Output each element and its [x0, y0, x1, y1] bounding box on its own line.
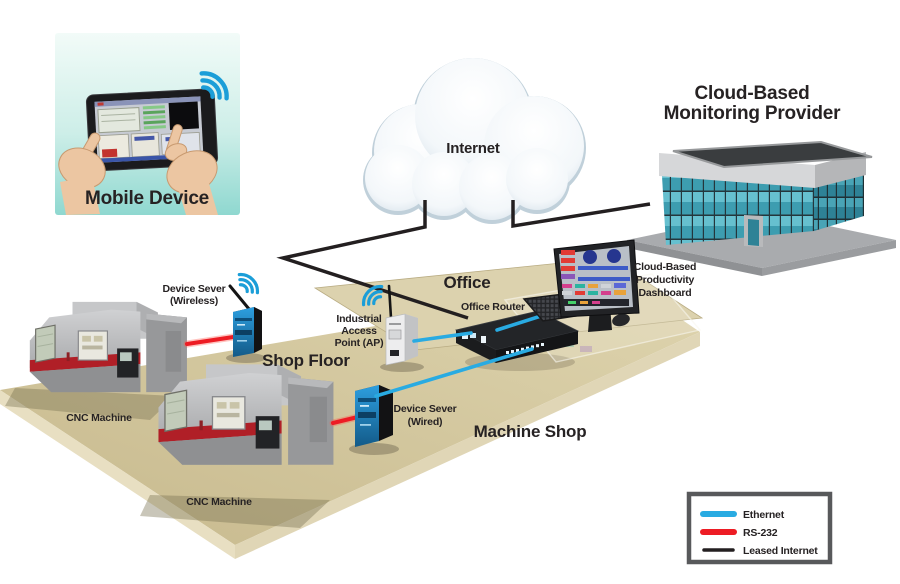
shop-floor-label: Shop Floor — [262, 351, 350, 370]
office-router-label: Office Router — [461, 301, 525, 313]
mobile-device-label: Mobile Device — [85, 188, 209, 209]
ap-label-line3: Point (AP) — [335, 337, 384, 349]
provider-building: Cloud-Based Monitoring Provider — [627, 83, 896, 276]
mobile-device-panel: Mobile Device — [55, 33, 240, 215]
provider-title-line2: Monitoring Provider — [664, 103, 842, 124]
cnc-machine-2-label: CNC Machine — [186, 496, 252, 508]
ds-wireless-label-line1: Device Sever — [163, 283, 226, 295]
legend: Ethernet RS-232 Leased Internet — [686, 491, 833, 565]
office-label: Office — [444, 273, 491, 292]
ds-wired-label-line1: Device Sever — [394, 403, 457, 415]
device-server-wired: Device Sever (Wired) — [355, 385, 457, 447]
industrial-access-point: Industrial Access Point (AP) — [335, 280, 418, 366]
dashboard-label-line1: Cloud-Based — [634, 261, 697, 273]
ap-label-line2: Access — [341, 325, 377, 337]
ds-wireless-label-line2: (Wireless) — [170, 295, 218, 307]
dashboard-label-line2: Productivity — [636, 274, 695, 286]
device-server-wireless: Device Sever (Wireless) — [163, 268, 264, 357]
ethernet-ap-to-router — [412, 331, 473, 343]
monitor-screen-content — [561, 249, 630, 306]
dashboard-label-line3: Dashboard — [638, 287, 691, 299]
legend-label-leased: Leased Internet — [743, 545, 818, 557]
leased-line-cloud-to-provider — [511, 200, 651, 229]
ds-wired-label-line2: (Wired) — [408, 416, 443, 428]
ap-label-line1: Industrial — [336, 313, 382, 325]
legend-label-rs232: RS-232 — [743, 527, 778, 539]
ethernet-router-to-server — [374, 347, 534, 398]
internet-cloud: Internet — [363, 58, 586, 224]
rs232-line-1 — [185, 334, 242, 346]
cnc-machine-1 — [29, 301, 188, 393]
internet-label: Internet — [446, 140, 500, 157]
wireless-wifi-icon — [233, 268, 264, 299]
cnc-machine-1-label: CNC Machine — [66, 412, 132, 424]
legend-label-ethernet: Ethernet — [743, 509, 785, 521]
dashboard-workstation: Cloud-Based Productivity Dashboard — [522, 239, 697, 332]
mouse — [612, 313, 630, 327]
machine-shop-label: Machine Shop — [474, 422, 587, 441]
hands — [58, 124, 218, 215]
provider-title-line1: Cloud-Based — [695, 83, 810, 104]
monitor — [553, 239, 640, 332]
